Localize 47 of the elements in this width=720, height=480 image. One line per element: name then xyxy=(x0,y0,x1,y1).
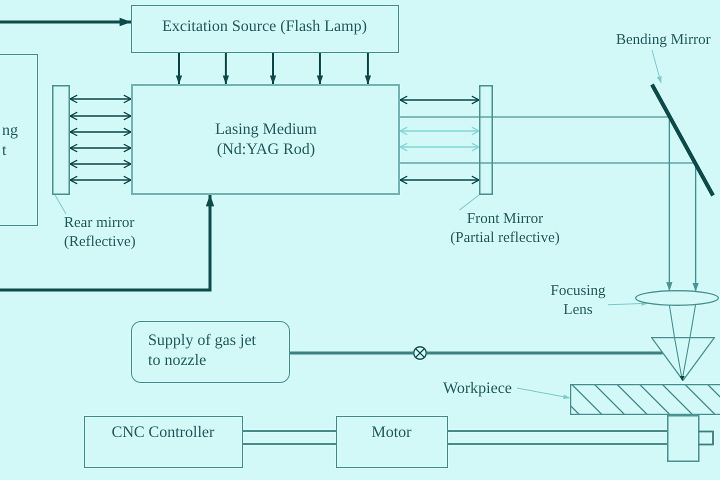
arrow xyxy=(364,53,372,84)
leader-line xyxy=(608,301,649,306)
box-label: Excitation Source (Flash Lamp) xyxy=(161,17,368,37)
process-box xyxy=(336,416,448,468)
gas-line xyxy=(427,352,663,355)
arrow xyxy=(0,194,214,292)
beam-line xyxy=(668,305,675,338)
beam-line xyxy=(690,304,696,338)
box-label: Supply of gas jet to nozzle xyxy=(148,331,257,371)
arrow xyxy=(316,53,324,84)
double-arrow xyxy=(399,142,480,152)
double-line xyxy=(447,430,668,445)
double-arrow xyxy=(69,160,132,168)
double-arrow xyxy=(69,94,132,104)
double-arrow xyxy=(399,96,480,104)
arrow xyxy=(270,53,276,84)
process-box xyxy=(84,416,243,468)
double-arrow xyxy=(399,176,480,184)
part-label: Focusing Lens xyxy=(549,282,606,320)
box-label: Lasing Medium (Nd:YAG Rod) xyxy=(214,120,318,160)
part-label: Workpiece xyxy=(443,379,513,399)
leader-line xyxy=(516,388,570,400)
double-arrow xyxy=(69,176,132,184)
beam-line xyxy=(400,116,670,118)
double-arrow xyxy=(69,128,132,136)
arrow xyxy=(666,116,673,292)
part-label: Bending Mirror xyxy=(616,31,712,50)
box-label: Motor xyxy=(370,423,412,443)
beam-line xyxy=(400,162,696,164)
arrow xyxy=(0,18,132,26)
process-box xyxy=(131,84,400,195)
box-label: ng t xyxy=(2,121,19,161)
gas-line xyxy=(290,352,413,354)
double-line xyxy=(242,430,337,445)
leader-line xyxy=(652,50,662,84)
part-label: Rear mirror (Reflective) xyxy=(64,214,137,252)
double-arrow xyxy=(69,144,132,152)
arrow xyxy=(222,53,230,84)
box-label: CNC Controller xyxy=(110,423,216,443)
leader-line xyxy=(54,194,66,214)
arrow xyxy=(176,53,182,84)
process-box xyxy=(131,321,290,383)
leader-line xyxy=(458,194,480,210)
part-label: Front Mirror (Partial reflective) xyxy=(449,210,561,248)
process-box xyxy=(131,5,399,53)
double-arrow xyxy=(399,126,480,136)
double-arrow xyxy=(69,112,132,120)
